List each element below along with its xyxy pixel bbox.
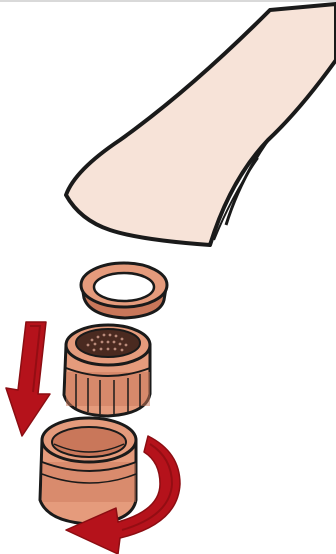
down-arrow	[6, 322, 50, 436]
washer-ring	[81, 263, 167, 318]
aerator-housing	[40, 418, 136, 524]
faucet-spout	[66, 4, 336, 245]
aerator-insert	[64, 325, 150, 416]
